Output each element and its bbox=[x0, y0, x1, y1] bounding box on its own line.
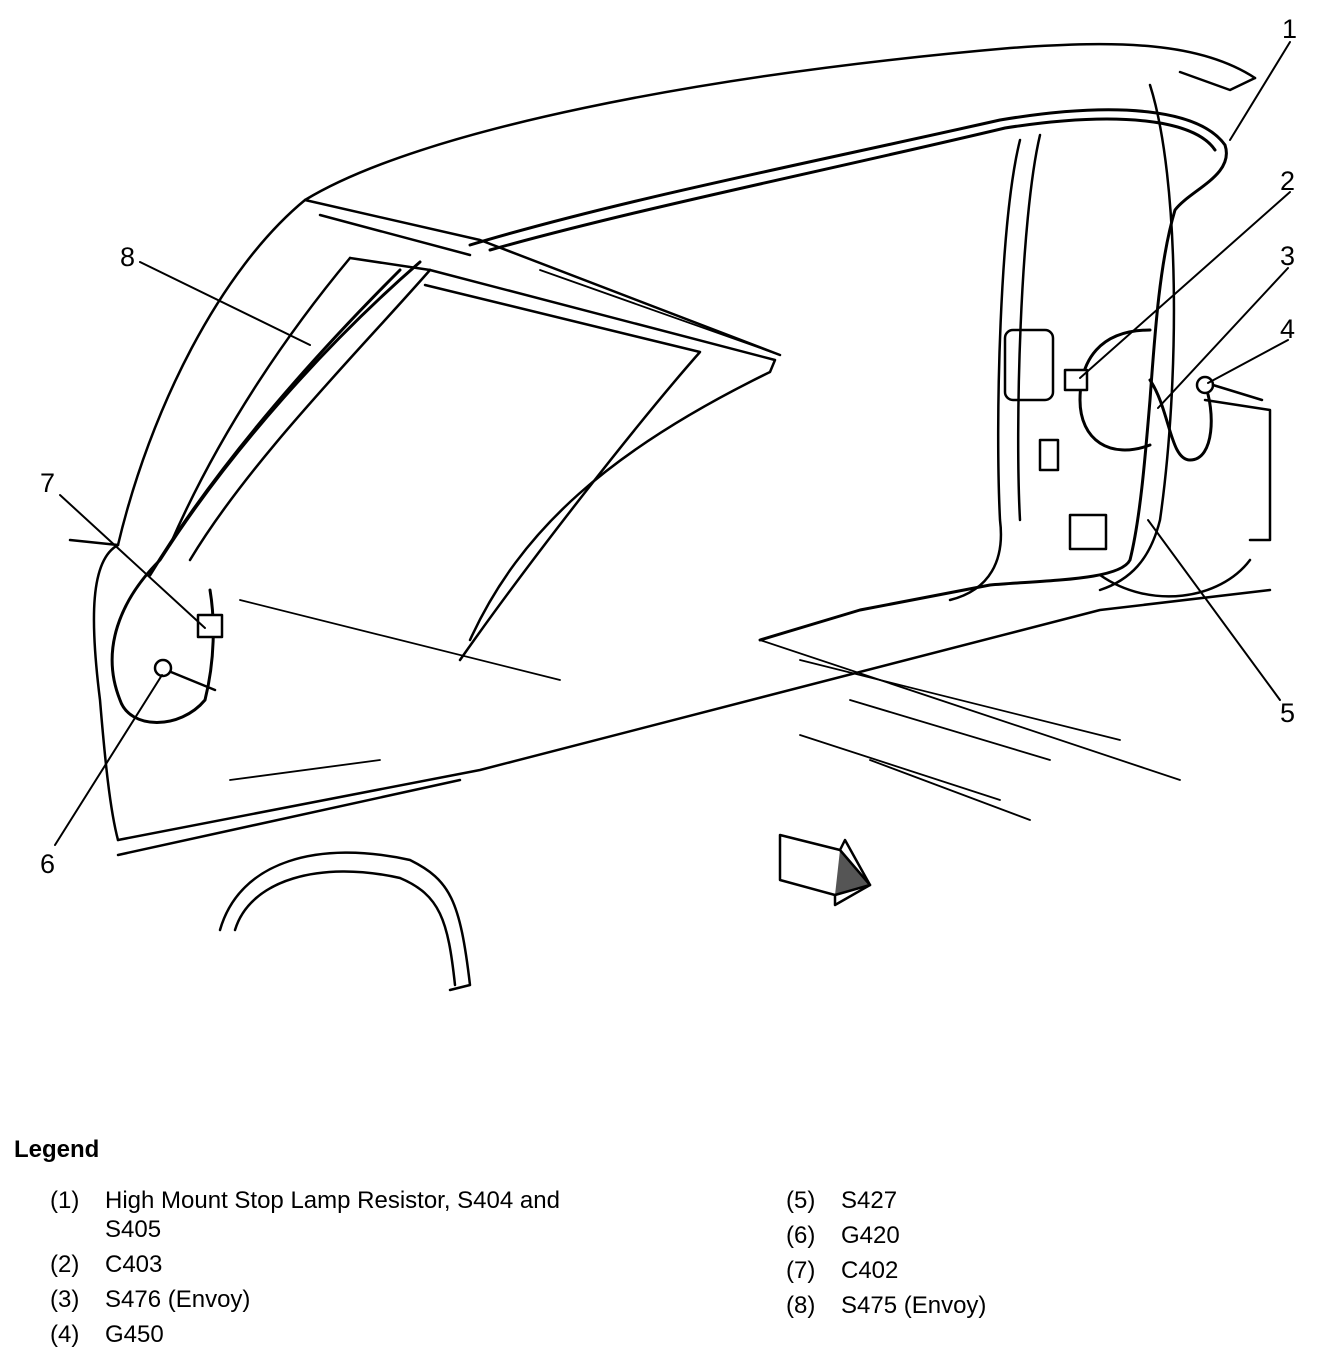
legend-text: G420 bbox=[841, 1222, 900, 1249]
legend-number: (3) bbox=[50, 1286, 80, 1313]
forward-arrow-icon bbox=[778, 833, 872, 907]
callout-3: 3 bbox=[1280, 241, 1295, 271]
legend-item: (8) S475 (Envoy) bbox=[786, 1291, 1206, 1320]
callout-6: 6 bbox=[40, 849, 55, 879]
legend-text: C403 bbox=[105, 1251, 163, 1278]
legend-text: C402 bbox=[841, 1257, 899, 1284]
callout-1: 1 bbox=[1282, 14, 1297, 44]
ground-g450 bbox=[1195, 375, 1215, 395]
callout-8: 8 bbox=[120, 242, 135, 272]
legend-item: (5) S427 bbox=[786, 1186, 1206, 1215]
callout-2: 2 bbox=[1280, 166, 1295, 196]
legend-text: G450 bbox=[105, 1321, 164, 1348]
floor-lines bbox=[229, 269, 1181, 821]
leader-lines bbox=[54, 41, 1291, 846]
wiring-harness bbox=[110, 108, 1228, 724]
legend-number: (8) bbox=[786, 1292, 816, 1319]
legend-text: S427 bbox=[841, 1187, 898, 1214]
legend-item: (4) G450 bbox=[50, 1320, 610, 1349]
legend-item: (1) High Mount Stop Lamp Resistor, S404 … bbox=[50, 1186, 610, 1244]
legend-text: S475 (Envoy) bbox=[841, 1292, 987, 1319]
legend-column-left: (1) High Mount Stop Lamp Resistor, S404 … bbox=[50, 1186, 610, 1355]
wiring-harness-diagram: 1 2 3 4 5 6 7 8 bbox=[40, 14, 1297, 992]
legend-number: (5) bbox=[786, 1187, 816, 1214]
legend-item: (3) S476 (Envoy) bbox=[50, 1285, 610, 1314]
legend-item: (7) C402 bbox=[786, 1256, 1206, 1285]
legend-number: (7) bbox=[786, 1257, 816, 1284]
legend-text: S476 (Envoy) bbox=[105, 1286, 251, 1313]
ground-g420 bbox=[153, 658, 173, 678]
connector-c403 bbox=[1063, 368, 1089, 392]
d-pillar-panel bbox=[948, 83, 1272, 602]
connector-c402 bbox=[196, 613, 224, 639]
legend-title: Legend bbox=[14, 1136, 100, 1163]
callout-5: 5 bbox=[1280, 698, 1295, 728]
body-panel-outline bbox=[68, 42, 1272, 992]
legend-number: (2) bbox=[50, 1251, 80, 1278]
callout-7: 7 bbox=[40, 468, 55, 498]
legend-number: (4) bbox=[50, 1321, 80, 1348]
legend-column-right: (5) S427 (6) G420 (7) C402 (8) S475 (Env… bbox=[786, 1186, 1206, 1326]
legend-number: (1) bbox=[50, 1187, 80, 1214]
legend-text: High Mount Stop Lamp Resistor, S404 and … bbox=[105, 1187, 560, 1243]
legend-item: (6) G420 bbox=[786, 1221, 1206, 1250]
connectors bbox=[153, 368, 1264, 692]
callout-4: 4 bbox=[1280, 314, 1295, 344]
legend-number: (6) bbox=[786, 1222, 816, 1249]
legend-item: (2) C403 bbox=[50, 1250, 610, 1279]
